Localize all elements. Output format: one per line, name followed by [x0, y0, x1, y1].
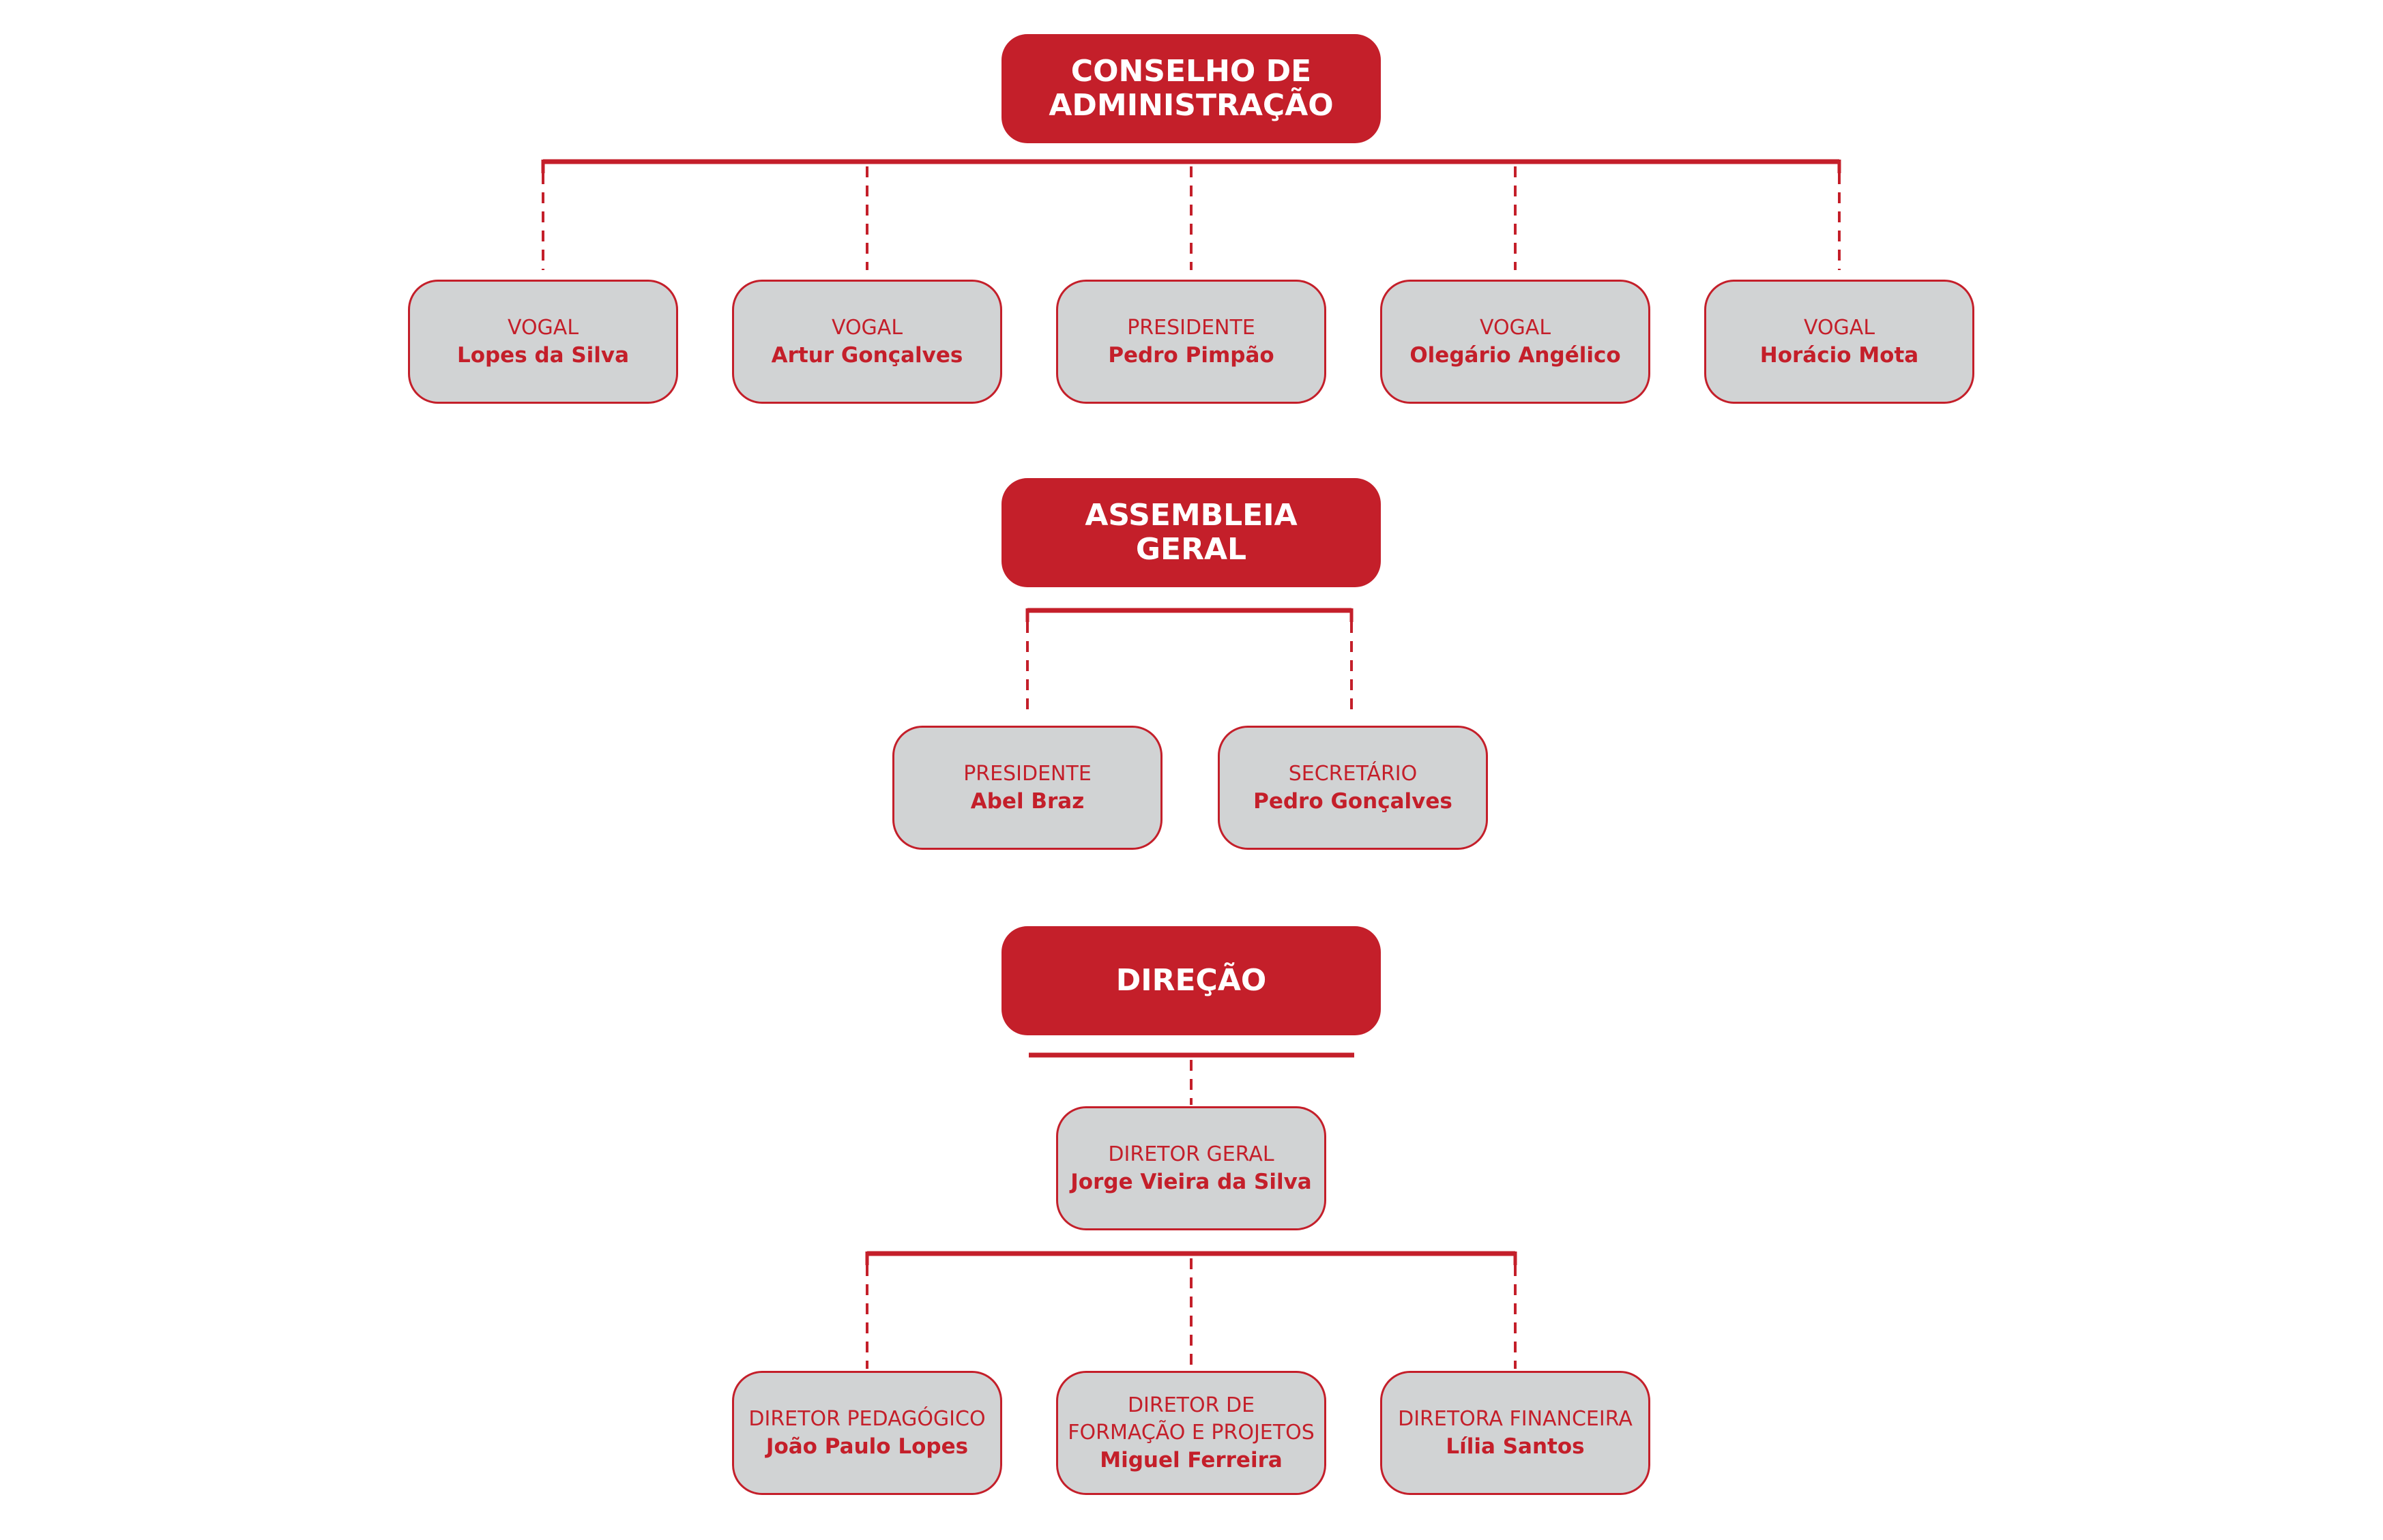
conselho-member-vogal-3: VOGAL Olegário Angélico — [1380, 280, 1650, 404]
direcao-member-formacao: DIRETOR DE FORMAÇÃO E PROJETOS Miguel Fe… — [1056, 1371, 1326, 1495]
assembleia-header: ASSEMBLEIA GERAL — [1002, 478, 1381, 587]
conselho-member-presidente: PRESIDENTE Pedro Pimpão — [1056, 280, 1326, 404]
member-role-line1: DIRETOR DE — [1127, 1393, 1255, 1417]
direcao-title: DIREÇÃO — [1115, 963, 1267, 998]
conselho-member-vogal-2: VOGAL Artur Gonçalves — [732, 280, 1002, 404]
member-role: VOGAL — [507, 316, 579, 340]
conselho-member-vogal-1: VOGAL Lopes da Silva — [408, 280, 678, 404]
member-name: Abel Braz — [970, 789, 1085, 814]
member-name: Jorge Vieira da Silva — [1070, 1170, 1312, 1194]
direcao-member-pedagogico: DIRETOR PEDAGÓGICO João Paulo Lopes — [732, 1371, 1002, 1495]
assembleia-title-line1: ASSEMBLEIA — [1085, 498, 1298, 533]
member-role: DIRETOR PEDAGÓGICO — [748, 1407, 986, 1431]
member-name: Horácio Mota — [1759, 343, 1919, 368]
member-role: SECRETÁRIO — [1288, 762, 1418, 786]
member-role: VOGAL — [1479, 316, 1551, 340]
member-name: Lopes da Silva — [456, 343, 630, 368]
member-name: Pedro Pimpão — [1108, 343, 1274, 368]
conselho-title-line2: ADMINISTRAÇÃO — [1049, 88, 1334, 123]
conselho-title-line1: CONSELHO DE — [1070, 54, 1312, 89]
member-role: DIRETORA FINANCEIRA — [1398, 1407, 1633, 1431]
member-role: PRESIDENTE — [963, 762, 1092, 786]
member-name: Lília Santos — [1446, 1434, 1585, 1459]
direcao-header: DIREÇÃO — [1002, 926, 1381, 1035]
member-name: Artur Gonçalves — [771, 343, 963, 368]
member-role-line2: FORMAÇÃO E PROJETOS — [1068, 1421, 1315, 1445]
conselho-member-vogal-4: VOGAL Horácio Mota — [1704, 280, 1974, 404]
assembleia-title-line2: GERAL — [1135, 532, 1247, 567]
direcao-member-financeira: DIRETORA FINANCEIRA Lília Santos — [1380, 1371, 1650, 1495]
member-role: PRESIDENTE — [1127, 316, 1255, 340]
member-name: Pedro Gonçalves — [1253, 789, 1452, 814]
assembleia-member-presidente: PRESIDENTE Abel Braz — [892, 726, 1163, 850]
member-role: DIRETOR GERAL — [1108, 1142, 1274, 1166]
member-role: VOGAL — [1803, 316, 1875, 340]
direcao-diretor-geral: DIRETOR GERAL Jorge Vieira da Silva — [1056, 1106, 1326, 1230]
member-name: Miguel Ferreira — [1100, 1448, 1283, 1472]
member-name: Olegário Angélico — [1409, 343, 1621, 368]
member-role: VOGAL — [831, 316, 903, 340]
assembleia-member-secretario: SECRETÁRIO Pedro Gonçalves — [1218, 726, 1488, 850]
conselho-header: CONSELHO DE ADMINISTRAÇÃO — [1002, 34, 1381, 143]
member-name: João Paulo Lopes — [765, 1434, 969, 1459]
